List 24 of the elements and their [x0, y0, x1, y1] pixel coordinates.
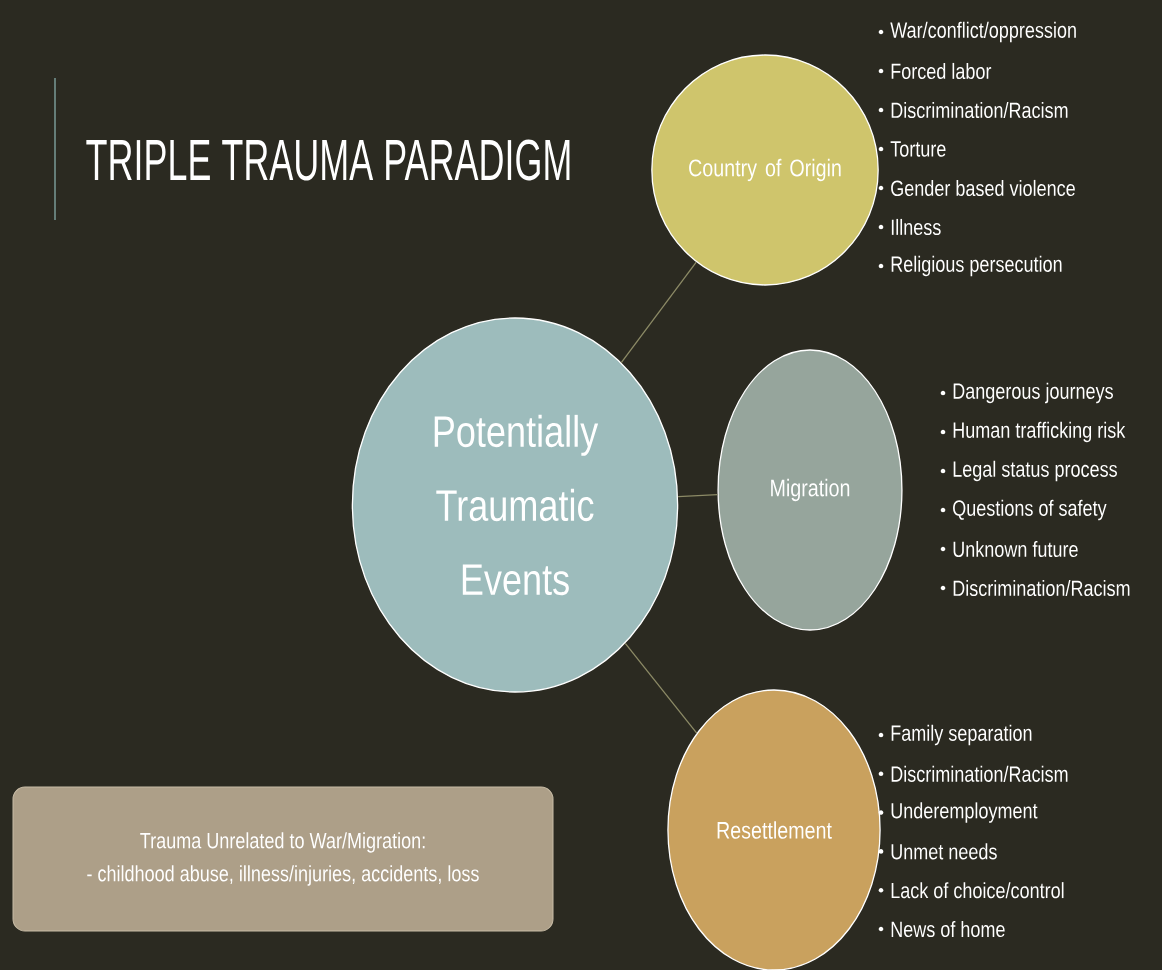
bullet-item: Human trafficking risk: [940, 421, 1126, 443]
bullet-item: Legal status process: [940, 460, 1117, 482]
bullet-item: Torture: [878, 141, 946, 157]
bullet-item: News of home: [878, 920, 1005, 938]
bullet-item: Discrimination/Racism: [940, 579, 1130, 597]
title: TRIPLE TRAUMA PARADIGM: [86, 139, 570, 181]
bullet-item: Discrimination/Racism: [878, 765, 1068, 782]
connector-line: [624, 642, 698, 734]
connector-line: [677, 494, 719, 498]
bullet-item: Dangerous journeys: [940, 382, 1113, 404]
bullet-item: Unknown future: [940, 540, 1078, 558]
note-box: Trauma Unrelated to War/Migration: - childhood abuse, illness/injuries, accidents, loss: [12, 786, 554, 932]
bullet-item: Unmet needs: [878, 843, 997, 860]
bullet-item: Discrimination/Racism: [878, 101, 1068, 119]
bullet-item: Illness: [878, 218, 941, 236]
connector-line: [620, 261, 697, 364]
bullet-item: Questions of safety: [940, 499, 1107, 521]
bullet-item: Lack of choice/control: [878, 882, 1064, 899]
bullet-item: War/conflict/oppression: [878, 21, 1076, 43]
bullet-item: Religious persecution: [878, 255, 1062, 277]
bullet-item: Forced labor: [878, 62, 992, 80]
bullet-item: Family separation: [878, 724, 1032, 746]
bullet-item: Underemployment: [878, 802, 1038, 823]
bullet-item: Gender based violence: [878, 179, 1075, 197]
